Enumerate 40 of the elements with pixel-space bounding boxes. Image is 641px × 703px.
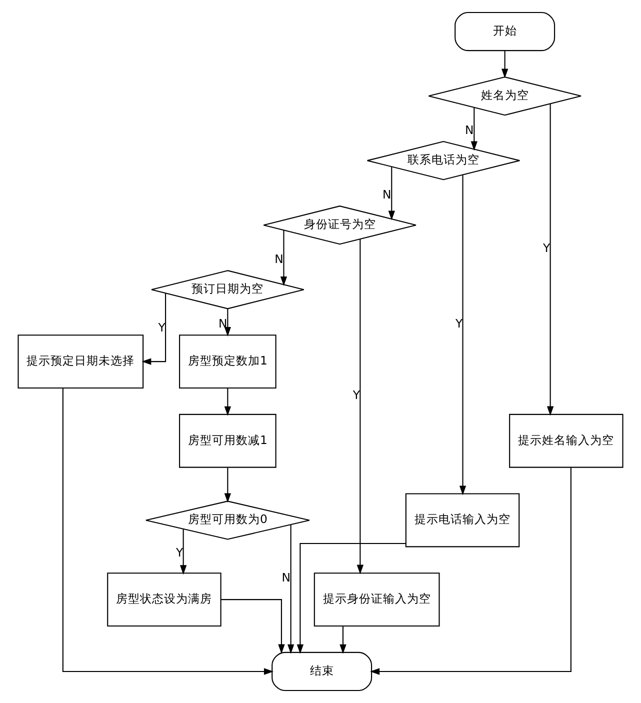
arrow <box>224 468 232 503</box>
node-diamond: 预订日期为空 <box>150 270 304 310</box>
edge-label: N <box>218 316 228 331</box>
node-diamond: 姓名为空 <box>428 76 582 116</box>
arrow <box>280 230 288 286</box>
node-box: 结束 <box>272 652 372 692</box>
edge-label: N <box>274 252 284 266</box>
arrow <box>501 50 508 78</box>
node-box: 房型状态设为满房 <box>107 572 222 627</box>
edge-label: N <box>465 122 474 137</box>
node-diamond: 身份证号为空 <box>263 206 416 245</box>
arrow <box>287 524 294 654</box>
node-diamond: 房型可用数为0 <box>145 500 310 540</box>
node-box: 房型可用数减1 <box>179 414 276 468</box>
arrow <box>388 166 395 220</box>
edge-label: N <box>282 570 290 584</box>
edge-label: Y <box>543 240 550 255</box>
arrow <box>340 626 346 654</box>
node-box: 提示预定日期未选择 <box>18 334 144 389</box>
arrow <box>370 467 572 675</box>
arrow <box>459 175 466 496</box>
arrow <box>62 388 274 675</box>
arrow <box>221 599 285 654</box>
arrow <box>224 308 232 337</box>
arrow <box>356 239 364 574</box>
arrow <box>142 294 166 365</box>
edge-label: Y <box>158 320 166 335</box>
node-box: 提示电话输入为空 <box>405 493 520 548</box>
arrow <box>546 104 554 416</box>
arrow <box>470 108 478 151</box>
edge-label: Y <box>176 546 184 560</box>
arrow <box>296 542 406 654</box>
arrow <box>224 388 232 416</box>
arrow <box>180 529 187 575</box>
node-box: 开始 <box>454 12 556 52</box>
node-box: 房型预定数加1 <box>179 334 276 389</box>
edge-label: N <box>382 187 392 202</box>
edge-label: Y <box>456 316 463 330</box>
node-box: 提示身份证输入为空 <box>314 572 440 627</box>
node-box: 提示姓名输入为空 <box>509 414 624 468</box>
